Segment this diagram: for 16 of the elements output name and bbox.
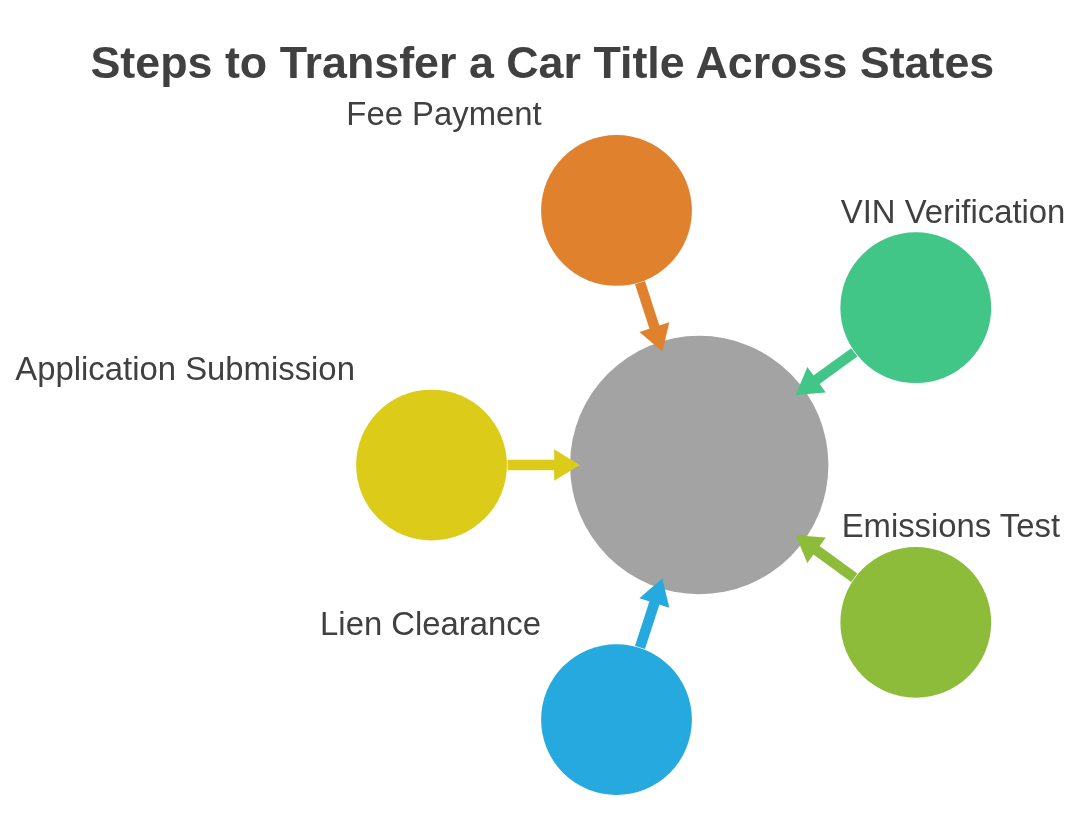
node-circle [356,389,507,541]
arrow [507,449,580,481]
node-circle [541,135,692,286]
diagram-title: Steps to Transfer a Car Title Across States [90,37,995,88]
node-label: VIN Verification [840,192,1066,230]
node-circle [840,232,992,384]
arrow [795,348,858,395]
node-circle [541,644,692,796]
node-label: Application Submission [15,350,355,388]
node-circle [840,546,992,698]
arrow [635,578,670,649]
node-label: Emissions Test [841,507,1061,545]
node-label: Lien Clearance [320,604,542,642]
arrow [795,535,858,582]
arrow [635,281,670,352]
node-label: Fee Payment [346,95,542,133]
